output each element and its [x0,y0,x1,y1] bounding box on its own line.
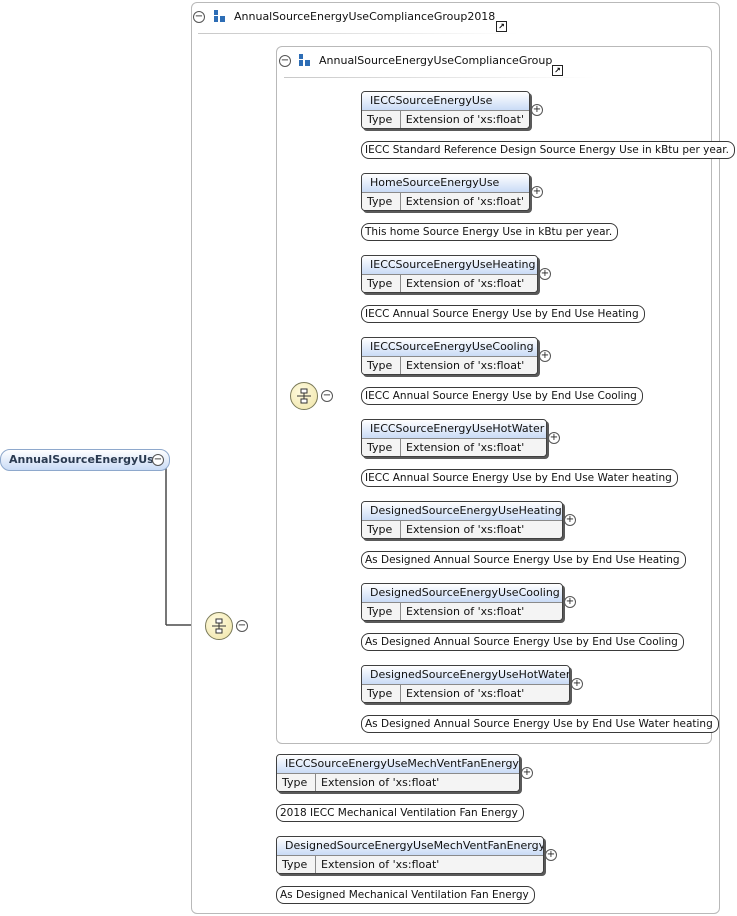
element-name: IECCSourceEnergyUseMechVentFanEnergy [277,755,519,773]
type-value: Extension of 'xs:float' [321,858,440,871]
inner-group-collapse-icon[interactable]: − [279,55,291,67]
inner-sequence-compositor[interactable] [290,382,318,410]
outer-sequence-compositor[interactable] [205,612,233,640]
type-label: Type [362,357,401,374]
inner-group-header: AnnualSourceEnergyUseComplianceGroup [299,51,552,69]
documentation-note: As Designed Annual Source Energy Use by … [361,551,686,569]
element-name: DesignedSourceEnergyUseCooling [362,584,562,602]
sequence-icon [297,388,311,404]
type-value: Extension of 'xs:float' [405,113,524,126]
element-type-row: Type Extension of 'xs:float' [362,438,546,456]
documentation-note: 2018 IECC Mechanical Ventilation Fan Ene… [276,804,524,822]
outer-group-link-icon[interactable]: ↗ [496,21,507,32]
element-type-row: Type Extension of 'xs:float' [277,855,543,873]
expand-icon[interactable]: + [571,678,583,690]
expand-icon[interactable]: + [548,432,560,444]
expand-icon[interactable]: + [539,350,551,362]
type-value: Extension of 'xs:float' [405,195,524,208]
element-name: DesignedSourceEnergyUseMechVentFanEnergy [277,837,543,855]
type-label: Type [362,111,401,128]
expand-icon[interactable]: + [531,104,543,116]
element-name: DesignedSourceEnergyUseHeating [362,502,562,520]
documentation-note: As Designed Annual Source Energy Use by … [361,633,684,651]
expand-icon[interactable]: + [521,767,533,779]
inner-group-link-icon[interactable]: ↗ [552,65,563,76]
type-label: Type [362,439,401,456]
expand-icon[interactable]: + [539,268,551,280]
type-value: Extension of 'xs:float' [406,523,525,536]
type-value: Extension of 'xs:float' [321,776,440,789]
type-label: Type [362,603,401,620]
documentation-note: As Designed Mechanical Ventilation Fan E… [276,886,535,904]
type-label: Type [277,856,316,873]
type-label: Type [362,193,401,210]
element-type-row: Type Extension of 'xs:float' [362,602,562,620]
element-name: DesignedSourceEnergyUseHotWater [362,666,569,684]
root-collapse-icon[interactable]: − [152,454,164,466]
inner-group-title: AnnualSourceEnergyUseComplianceGroup [319,53,553,67]
outer-sequence-collapse-icon[interactable]: − [236,620,248,632]
type-value: Extension of 'xs:float' [406,605,525,618]
documentation-note: As Designed Annual Source Energy Use by … [361,715,719,733]
element-type-row: Type Extension of 'xs:float' [362,192,529,210]
element-box[interactable]: DesignedSourceEnergyUseMechVentFanEnergy… [276,836,544,874]
documentation-note: IECC Annual Source Energy Use by End Use… [361,305,645,323]
element-type-row: Type Extension of 'xs:float' [362,684,569,702]
documentation-note: This home Source Energy Use in kBtu per … [361,223,619,241]
element-name: HomeSourceEnergyUse [362,174,529,192]
type-label: Type [362,685,401,702]
outer-group-title: AnnualSourceEnergyUseComplianceGroup2018 [234,9,496,23]
expand-icon[interactable]: + [545,849,557,861]
type-value: Extension of 'xs:float' [406,687,525,700]
group-icon [299,54,310,66]
documentation-note: IECC Standard Reference Design Source En… [361,141,735,159]
element-name: IECCSourceEnergyUseHeating [362,256,537,274]
inner-sequence-collapse-icon[interactable]: − [321,390,333,402]
element-name: IECCSourceEnergyUse [362,92,529,110]
group-icon [214,10,225,22]
element-type-row: Type Extension of 'xs:float' [362,274,537,292]
documentation-note: IECC Annual Source Energy Use by End Use… [361,469,678,487]
type-value: Extension of 'xs:float' [406,441,525,454]
type-value: Extension of 'xs:float' [406,359,525,372]
outer-group-collapse-icon[interactable]: − [193,11,205,23]
element-type-row: Type Extension of 'xs:float' [277,773,519,791]
outer-group-divider [198,33,518,34]
expand-icon[interactable]: + [531,186,543,198]
element-type-row: Type Extension of 'xs:float' [362,520,562,538]
type-label: Type [277,774,316,791]
type-label: Type [362,275,401,292]
expand-icon[interactable]: + [564,596,576,608]
documentation-note: IECC Annual Source Energy Use by End Use… [361,387,643,405]
sequence-icon [212,618,226,634]
type-value: Extension of 'xs:float' [406,277,525,290]
element-type-row: Type Extension of 'xs:float' [362,356,537,374]
element-name: IECCSourceEnergyUseHotWater [362,420,546,438]
type-label: Type [362,521,401,538]
element-type-row: Type Extension of 'xs:float' [362,110,529,128]
outer-group-header: AnnualSourceEnergyUseComplianceGroup2018 [214,7,495,25]
expand-icon[interactable]: + [564,514,576,526]
element-name: IECCSourceEnergyUseCooling [362,338,537,356]
inner-group-divider [284,77,594,78]
root-element[interactable]: AnnualSourceEnergyUse [0,449,171,471]
